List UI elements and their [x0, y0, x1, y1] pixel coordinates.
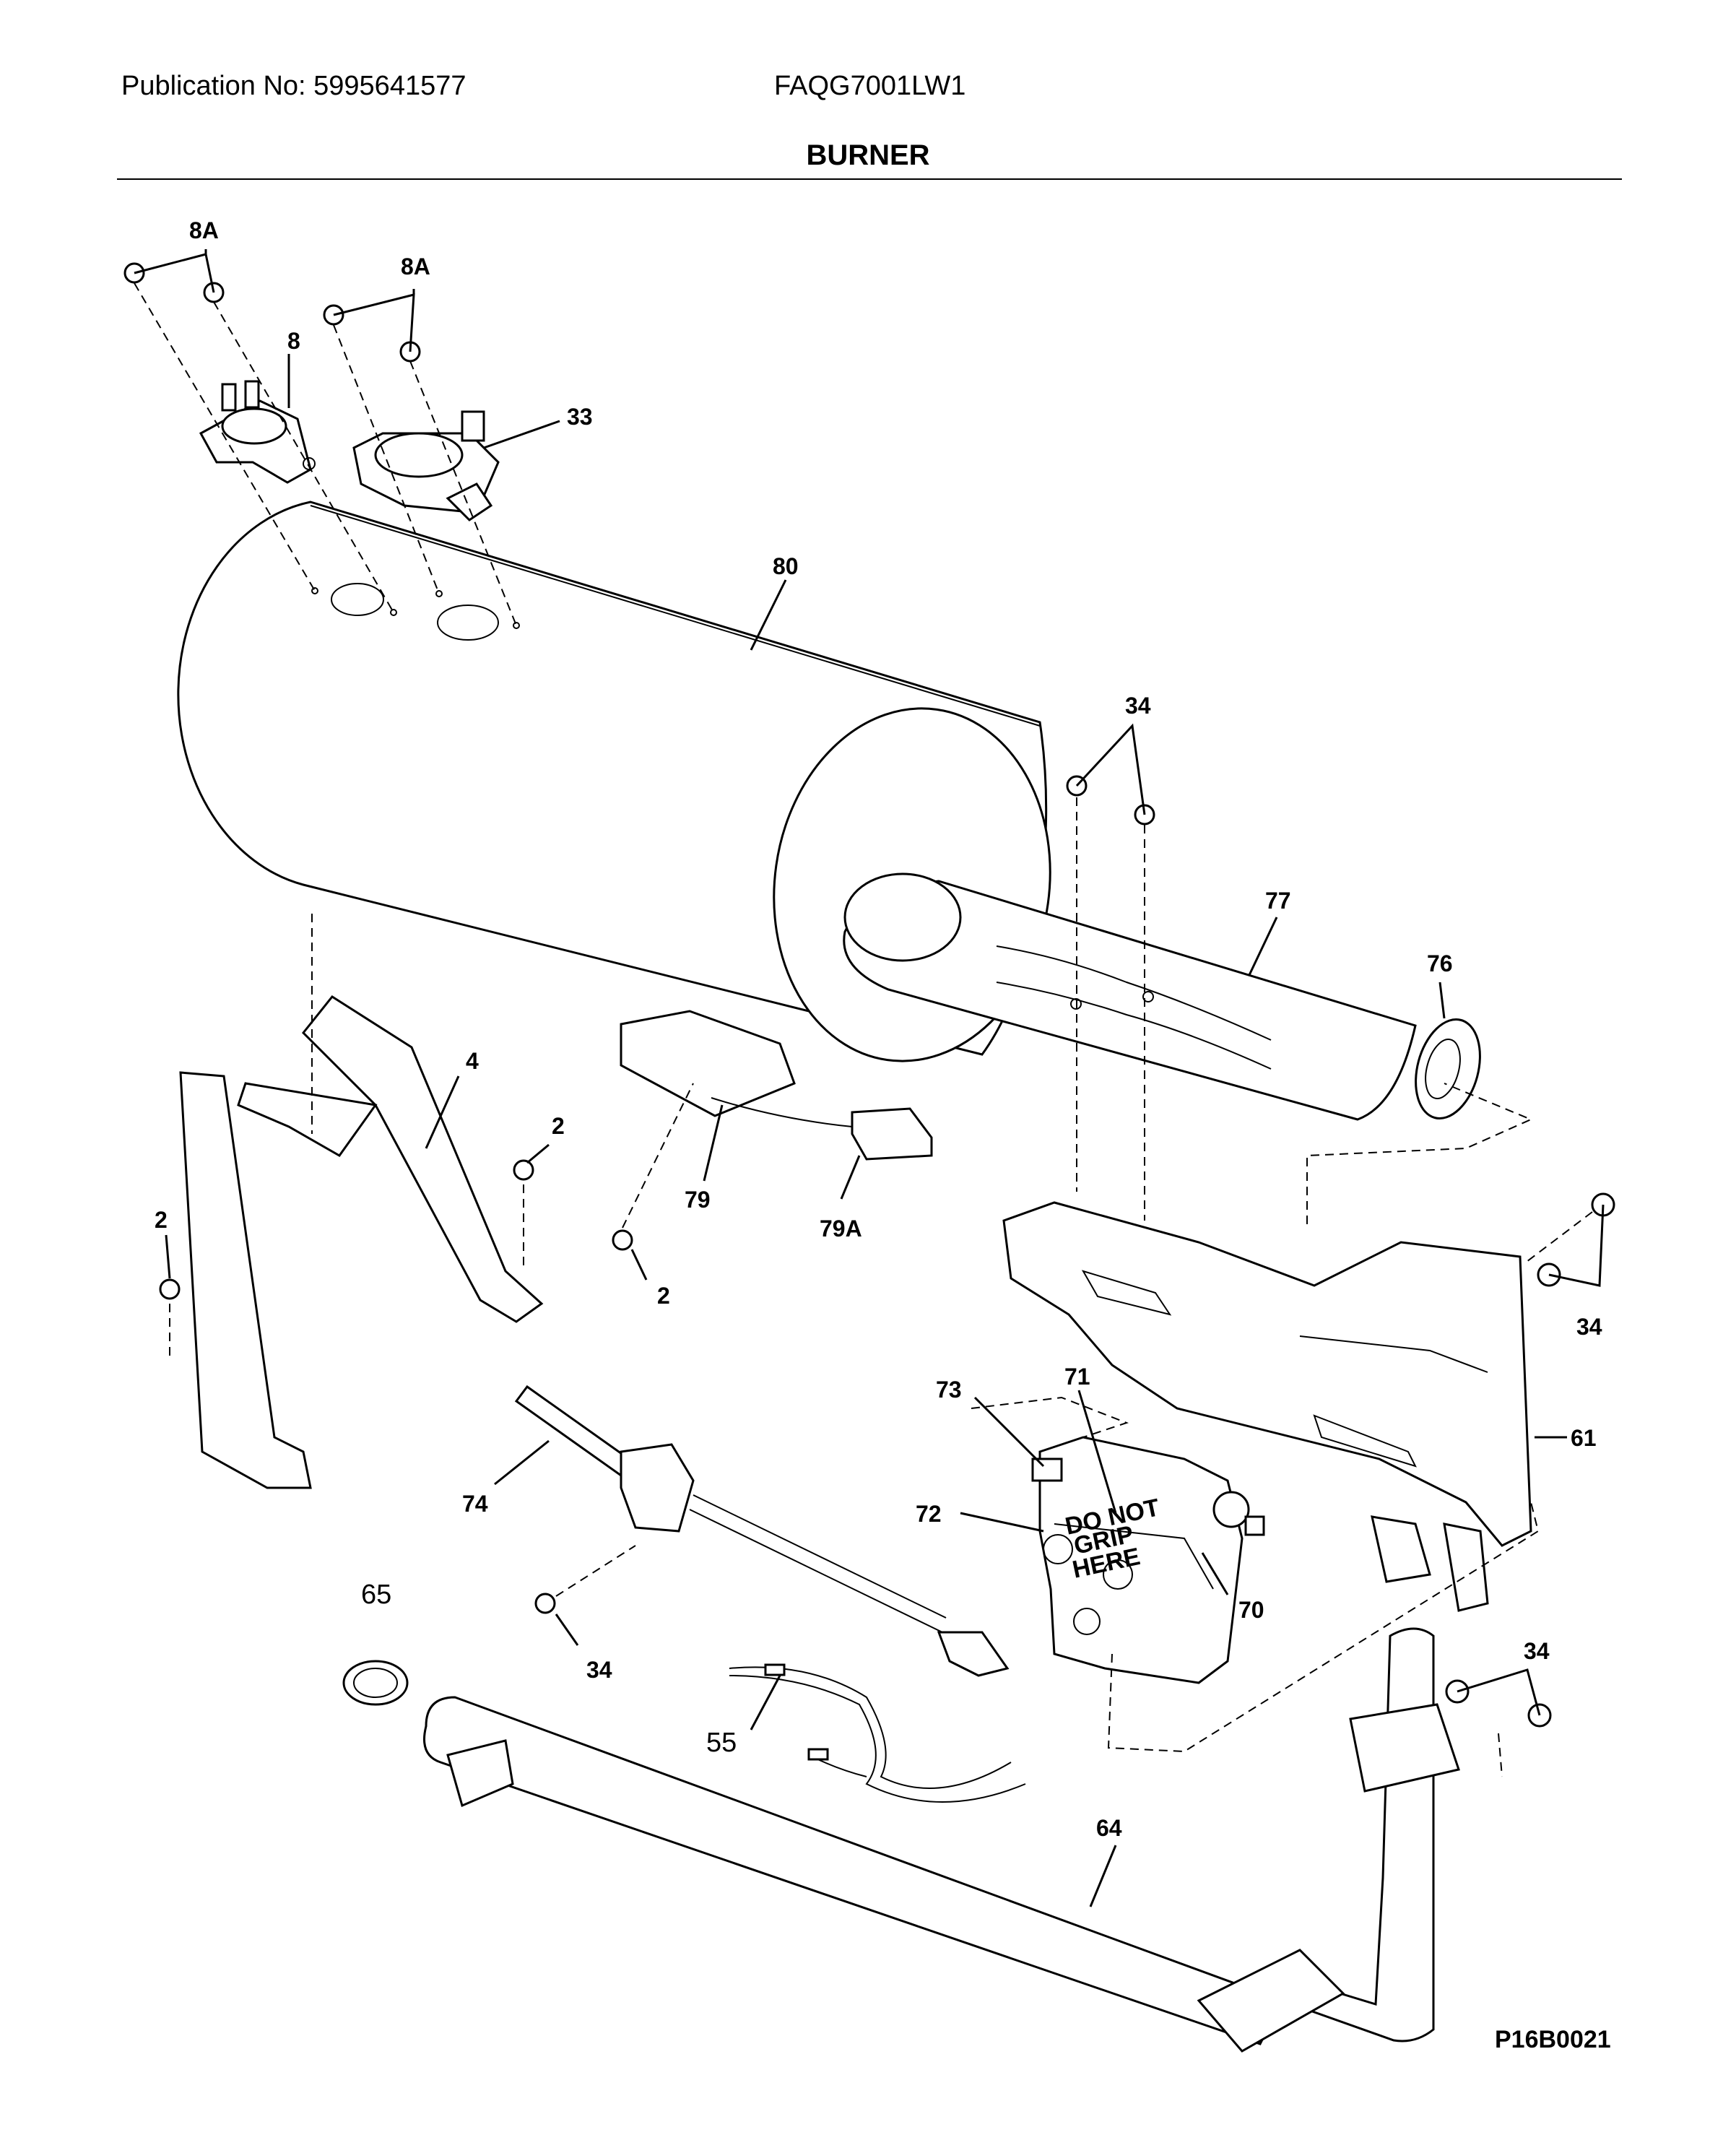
label-2-bottom: 2: [657, 1283, 670, 1309]
grommet-part: [342, 1660, 409, 1706]
label-34-bottom: 34: [586, 1657, 612, 1683]
label-8A-left: 8A: [189, 217, 219, 243]
manifold-pipe-part: [423, 1627, 1460, 2053]
header-rule: [117, 178, 1622, 180]
label-55: 55: [706, 1728, 737, 1758]
label-79A: 79A: [820, 1216, 862, 1242]
model-number: FAQG7001LW1: [774, 71, 966, 101]
wire-harness-part: [729, 1663, 1026, 1803]
section-title: BURNER: [806, 139, 930, 171]
label-4: 4: [466, 1048, 479, 1074]
label-2-left: 2: [155, 1207, 168, 1233]
label-33: 33: [567, 404, 593, 430]
label-8A-right: 8A: [401, 254, 430, 280]
label-34-right: 34: [1576, 1314, 1602, 1340]
alignment-boxes: [971, 1083, 1540, 1777]
label-65: 65: [361, 1580, 391, 1610]
flame-sensor-part: [620, 1010, 933, 1161]
label-2-mid: 2: [552, 1113, 565, 1139]
label-61: 61: [1571, 1425, 1597, 1451]
screw-34-groups: [1066, 723, 1615, 1728]
screw-8A-group: [123, 249, 517, 626]
label-73: 73: [936, 1377, 962, 1403]
label-79: 79: [685, 1187, 711, 1213]
publication-number: Publication No: 5995641577: [121, 71, 466, 101]
screw-2-group: [159, 914, 694, 1358]
label-34-lower-right: 34: [1524, 1638, 1550, 1664]
thermal-fuse-part: [352, 410, 500, 521]
leader-lines: [165, 354, 1567, 1907]
diagram-reference-code: P16B0021: [1495, 2026, 1611, 2053]
label-72: 72: [916, 1501, 942, 1527]
burner-tube-part: [843, 872, 1417, 1121]
burner-bracket-part: [1002, 1201, 1532, 1612]
gas-valve-part: DO NOT GRIP HERE: [1031, 1436, 1265, 1684]
label-64: 64: [1096, 1815, 1122, 1841]
orifice-cap-part: [1415, 1018, 1481, 1119]
label-70: 70: [1238, 1597, 1264, 1623]
label-34-top: 34: [1125, 693, 1151, 719]
label-8: 8: [287, 328, 300, 354]
igniter-part: [514, 1385, 1010, 1677]
label-71: 71: [1064, 1364, 1090, 1390]
label-80: 80: [773, 553, 799, 579]
thermostat-part: [199, 380, 316, 484]
support-bracket-part: [179, 995, 544, 1489]
label-77: 77: [1265, 888, 1291, 914]
label-76: 76: [1427, 950, 1453, 976]
screw-34-bottom: [534, 1545, 636, 1614]
label-74: 74: [462, 1491, 488, 1517]
